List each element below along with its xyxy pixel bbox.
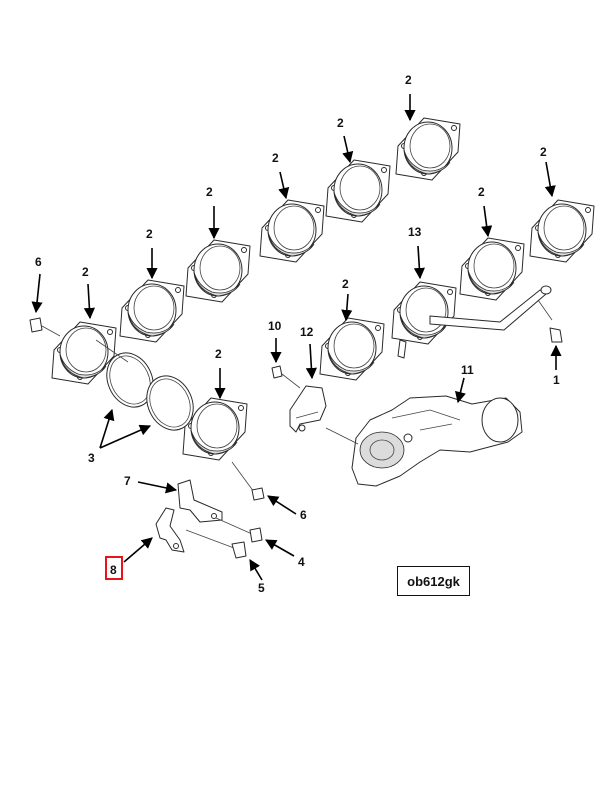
callout-2: 2 [337, 116, 344, 130]
callout-6: 6 [35, 255, 42, 269]
nut [215, 517, 263, 543]
callout-6: 6 [300, 508, 307, 522]
o-ring [146, 375, 194, 431]
bolt [185, 529, 247, 559]
callout-13: 13 [408, 225, 422, 239]
tube-assembly [391, 281, 563, 359]
callout-2: 2 [272, 151, 279, 165]
bolt [29, 317, 61, 337]
callout-8-highlight-box [105, 556, 123, 580]
callout-4: 4 [298, 555, 305, 569]
callout-1: 1 [553, 373, 560, 387]
bracket [271, 365, 327, 433]
callout-5: 5 [258, 581, 265, 595]
figure-reference-code: ob612gk [397, 566, 470, 596]
callout-2: 2 [478, 185, 485, 199]
support-bracket [155, 507, 185, 553]
flange-gasket [259, 199, 325, 263]
flange-gasket [395, 117, 461, 181]
nut [231, 461, 265, 501]
callout-11: 11 [461, 363, 474, 377]
callout-2: 2 [540, 145, 547, 159]
callout-3: 3 [88, 451, 95, 465]
flange-gasket [529, 199, 595, 263]
mounting-bracket [177, 479, 223, 523]
callout-2: 2 [82, 265, 89, 279]
callout-2: 2 [206, 185, 213, 199]
callout-2: 2 [146, 227, 153, 241]
flange-gasket [119, 279, 185, 343]
callout-8: 8 [110, 563, 117, 577]
callout-2: 2 [405, 73, 412, 87]
flange-gasket [459, 237, 525, 301]
o-ring [106, 352, 154, 408]
callout-12: 12 [300, 325, 314, 339]
callout-10: 10 [268, 319, 282, 333]
callout-2: 2 [215, 347, 222, 361]
turbo-housing [351, 395, 523, 487]
callout-2: 2 [342, 277, 349, 291]
flange-gasket [319, 317, 385, 381]
flange-gasket [325, 159, 391, 223]
callout-7: 7 [124, 474, 131, 488]
flange-gasket [185, 239, 251, 303]
